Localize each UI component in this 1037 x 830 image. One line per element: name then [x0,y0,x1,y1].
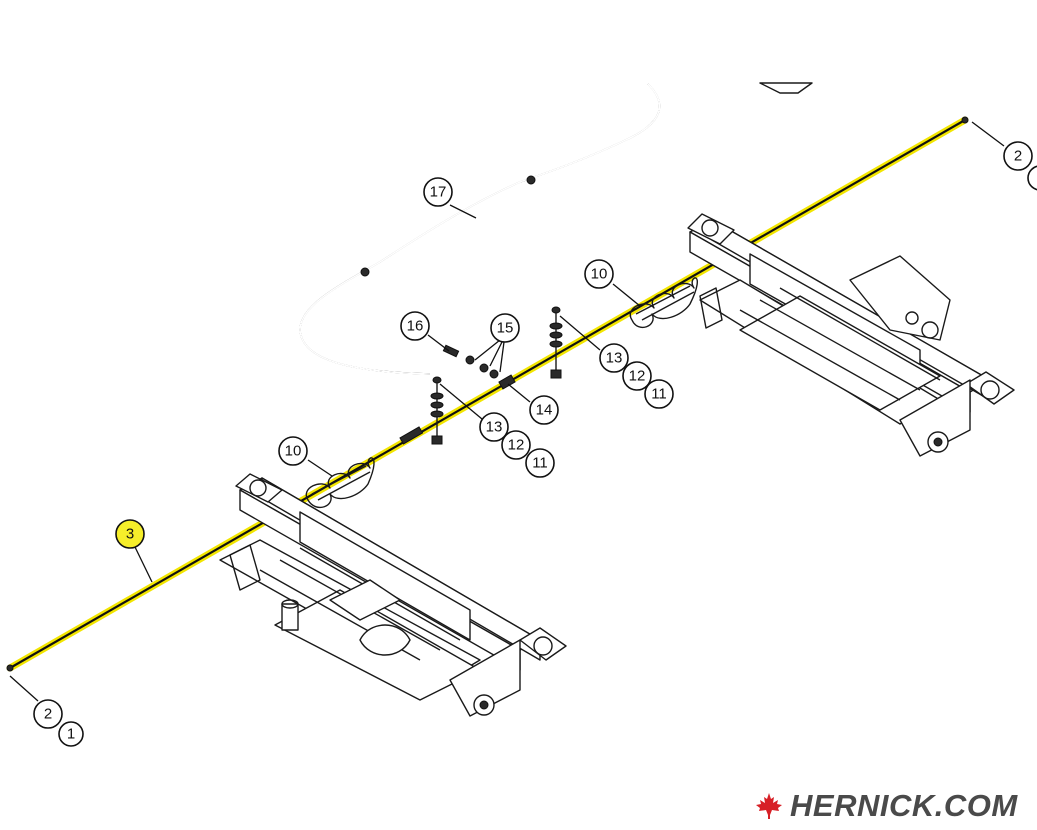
callout-13-mid: 13 [479,412,509,442]
connector-part-14 [399,426,424,445]
bolt-stack-mid [430,376,444,445]
callout-12-mid: 12 [501,430,531,460]
callout-label: 11 [532,455,548,472]
callout-label: 16 [407,318,424,335]
spring-part-10-right [629,277,698,329]
callout-label: 2 [44,706,52,723]
maple-leaf-icon [756,793,782,819]
callout-16: 16 [400,311,430,341]
callout-3-highlighted: 3 [115,519,145,549]
callout-12-right: 12 [622,361,652,391]
callout-15: 15 [490,313,520,343]
torsion-bar-part-3 [6,116,969,672]
callout-label: 14 [536,402,553,419]
callout-2-top: 2 [1003,141,1037,191]
cable-part-17 [299,83,661,375]
brand-logo[interactable]: HERNICK.COM [754,786,1018,826]
callout-label: 10 [591,266,608,283]
callout-label: 13 [606,350,623,367]
callout-label: 1 [67,726,75,743]
axle-assembly-left [219,473,567,717]
callout-label: 11 [651,386,667,403]
callout-13-right: 13 [599,343,629,373]
callout-label: 10 [285,443,302,460]
callout-11-right: 11 [644,379,674,409]
brand-name: HERNICK.COM [790,788,1018,823]
leader-lines [9,121,1005,702]
box-fragment [759,82,813,94]
callout-11-mid: 11 [525,448,555,478]
callout-10-left: 10 [278,436,308,466]
callout-label: 2 [1014,148,1022,165]
callout-label: 17 [430,184,447,201]
clip-hardware-15-16 [442,344,516,390]
callout-2-bottom: 2 [33,699,63,729]
callout-17: 17 [423,177,453,207]
callout-10-right: 10 [584,259,614,289]
callout-1: 1 [58,721,84,747]
callout-label: 3 [126,526,134,543]
callout-label: 12 [508,437,525,454]
callout-14: 14 [529,395,559,425]
bolt-stack-right [549,306,563,379]
callout-label: 13 [486,419,503,436]
callout-label: 12 [629,368,646,385]
axle-assembly-right [687,213,1015,457]
callout-label: 15 [497,320,514,337]
spring-part-10-left [305,457,375,509]
